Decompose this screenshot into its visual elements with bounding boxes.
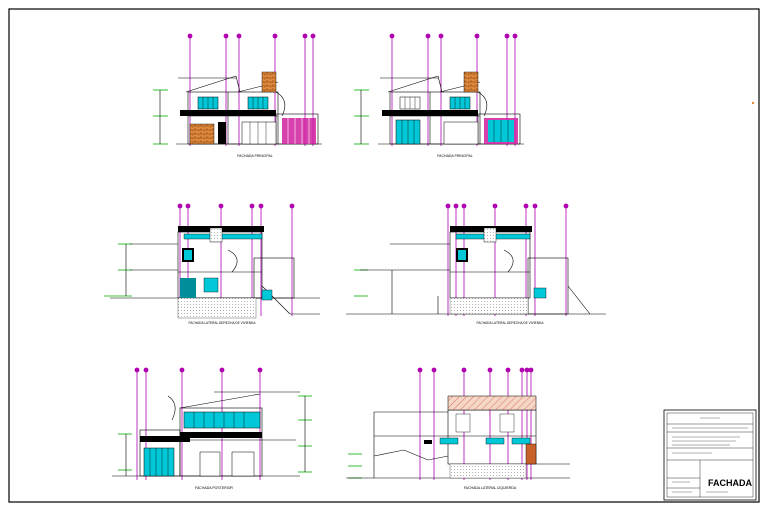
stray-mark (751, 101, 755, 105)
elevation-front-2 (354, 33, 524, 146)
elevation-side-2 (346, 203, 606, 316)
elevation-rear (112, 367, 312, 480)
sheet-border (8, 8, 760, 503)
title-block: FACHADA (663, 409, 757, 501)
caption-front-1: FACHADA PRINCIPAL (237, 154, 273, 158)
caption-side-1: FACHADA LATERAL DERECHA DE VIVIENDA (189, 321, 257, 325)
elevation-lateral (346, 367, 570, 480)
caption-rear: FACHADA POSTERIOR (195, 486, 233, 490)
caption-lateral: FACHADA LATERAL IZQUIERDA (464, 486, 517, 490)
title-block-sheet-title: FACHADA (708, 478, 752, 488)
caption-front-2: FACHADA PRINCIPAL (437, 154, 473, 158)
elevation-side-1 (104, 203, 320, 319)
elevation-front-1 (153, 33, 322, 146)
caption-side-2: FACHADA LATERAL DERECHA DE VIVIENDA (477, 321, 545, 325)
